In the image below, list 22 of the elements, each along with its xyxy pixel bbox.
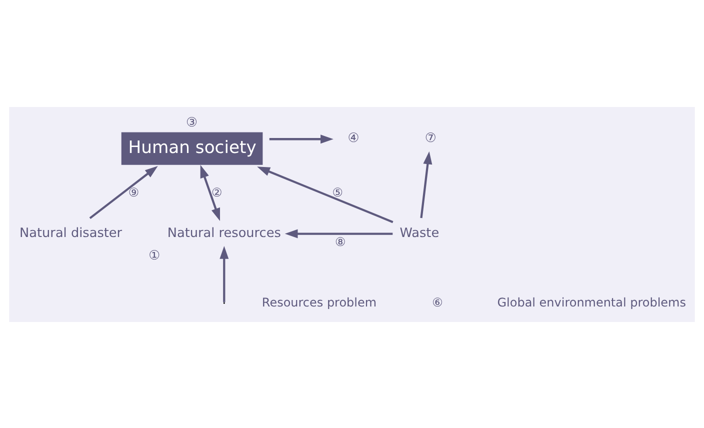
edge-label: ⑤ — [332, 184, 344, 199]
edge-label: ⑧ — [335, 234, 346, 248]
node-text: ⑦ — [424, 130, 436, 146]
arrow — [257, 166, 394, 223]
arrow — [269, 134, 334, 144]
node-label: ① — [148, 248, 160, 263]
label: Global environmental problems — [497, 294, 686, 309]
arrow — [89, 165, 158, 219]
arrow — [220, 246, 229, 302]
label: ⑥ — [432, 294, 443, 309]
node-box: Human society — [121, 132, 263, 164]
node-label: ③ — [186, 114, 198, 130]
edge-label: ② — [212, 184, 222, 199]
arrow — [420, 150, 432, 218]
node-text: Waste — [400, 225, 440, 240]
edge-label: ⑨ — [128, 184, 140, 199]
node-text: Natural resources — [167, 225, 281, 240]
label: Resources problem — [262, 294, 377, 309]
node-text: Natural disaster — [20, 225, 122, 240]
arrow — [200, 164, 220, 221]
node-text: ④ — [348, 130, 360, 146]
arrow — [284, 228, 393, 238]
